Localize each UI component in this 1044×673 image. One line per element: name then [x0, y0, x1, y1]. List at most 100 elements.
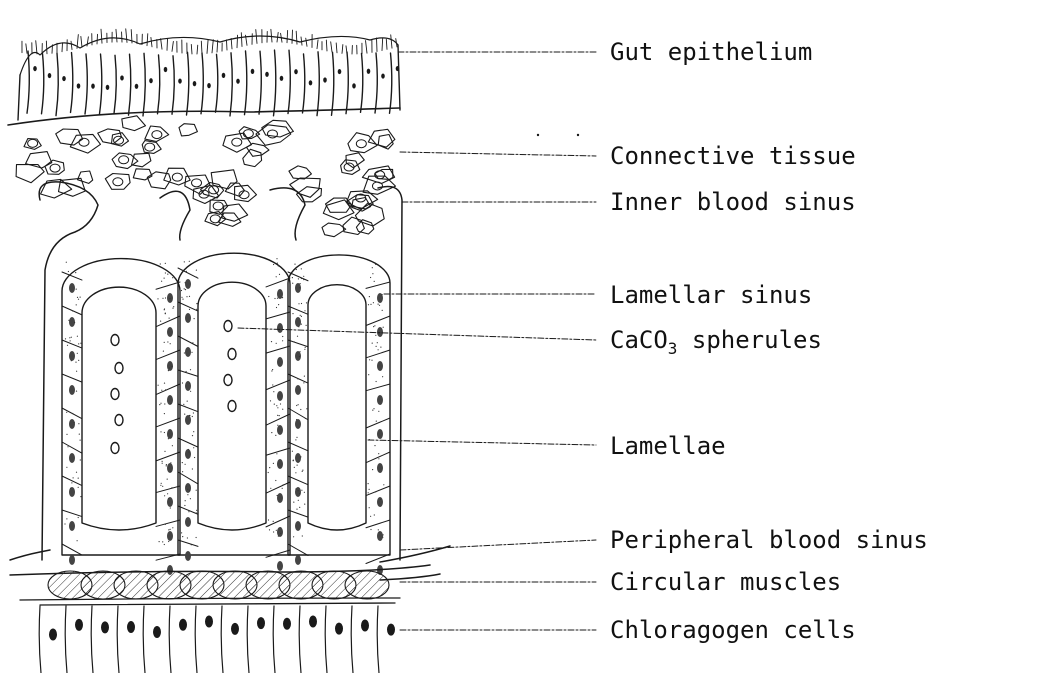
- lamella-outer: [62, 259, 180, 555]
- lamella-cell-nucleus: [277, 527, 283, 537]
- lamella-cell-nucleus: [185, 347, 191, 357]
- lamella-cell-nucleus: [377, 429, 383, 439]
- lamella-cell-nucleus: [69, 351, 75, 361]
- caco3-spherule: [224, 375, 232, 386]
- epithelium-nucleus: [149, 78, 153, 83]
- epithelium-nucleus: [106, 85, 110, 90]
- lamella-cell-nucleus: [167, 429, 173, 439]
- label-connective-tissue: Connective tissue: [610, 142, 856, 170]
- label-caco3-spherules: CaCO3 spherules: [610, 326, 822, 354]
- lamella-cell-nucleus: [295, 385, 301, 395]
- lamella-outer: [178, 253, 290, 555]
- lamellar-sinus-lumen: [308, 285, 366, 530]
- lamella-cell-nucleus: [185, 313, 191, 323]
- circular-muscles-layer: [20, 571, 400, 600]
- connective-cell-nucleus: [356, 140, 366, 148]
- connective-cell-nucleus: [267, 130, 277, 138]
- epithelium-nucleus: [323, 77, 327, 82]
- lamella-cell-nucleus: [295, 351, 301, 361]
- gut-epithelium-layer: [8, 29, 400, 125]
- leader-lamellae: [368, 440, 596, 445]
- epithelium-nucleus: [309, 80, 313, 85]
- lamella-cell-nucleus: [185, 449, 191, 459]
- lamella-cell-nucleus: [377, 361, 383, 371]
- lamellar-sinus-lumen: [198, 282, 266, 530]
- lamellae-group: [62, 253, 390, 575]
- label-gut-epithelium: Gut epithelium: [610, 38, 812, 66]
- label-chloragogen-cells: Chloragogen cells: [610, 616, 856, 644]
- lamella-cell-nucleus: [377, 531, 383, 541]
- connective-cell-nucleus: [210, 215, 220, 223]
- lamella-cell-nucleus: [69, 385, 75, 395]
- chloragogen-nucleus: [231, 623, 239, 635]
- lamella-cell-nucleus: [69, 453, 75, 463]
- epithelium-nucleus: [178, 78, 182, 83]
- lamella-cell-nucleus: [185, 517, 191, 527]
- lamella-cell-nucleus: [167, 463, 173, 473]
- epithelium-nucleus: [294, 69, 298, 74]
- lamella-cell-nucleus: [277, 323, 283, 333]
- lamella-cell-nucleus: [185, 483, 191, 493]
- epithelium-nucleus: [193, 81, 197, 86]
- lamella-cell-nucleus: [167, 293, 173, 303]
- label-caco3-suffix: spherules: [677, 326, 822, 354]
- lamella-cell-nucleus: [277, 561, 283, 571]
- epithelium-nucleus: [77, 83, 81, 88]
- lamella-cell-nucleus: [295, 317, 301, 327]
- lamella-cell-nucleus: [69, 521, 75, 531]
- chloragogen-nucleus: [127, 621, 135, 633]
- label-lamellae: Lamellae: [610, 432, 726, 460]
- inner-blood-sinus-shapes: [39, 182, 402, 560]
- connective-cell-nucleus: [172, 173, 182, 181]
- chloragogen-cell-layer: [39, 603, 395, 673]
- muscle-fiber: [345, 571, 389, 599]
- leader-caco3-spherules: [238, 328, 596, 340]
- epithelium-nucleus: [352, 83, 356, 88]
- connective-cell-nucleus: [213, 202, 223, 210]
- stray-dot: [577, 134, 579, 136]
- lamellar-sinus-lumen: [82, 287, 156, 530]
- caco3-spherule: [224, 321, 232, 332]
- connective-cell-nucleus: [192, 179, 202, 187]
- lamella-cell-nucleus: [167, 327, 173, 337]
- epithelium-nucleus: [236, 79, 240, 84]
- lamella-cell-nucleus: [377, 463, 383, 473]
- label-caco3-prefix: CaCO: [610, 326, 668, 354]
- lamella-cell-nucleus: [295, 453, 301, 463]
- lamella-cell-nucleus: [377, 497, 383, 507]
- lamella-outer: [288, 255, 390, 555]
- epithelium-nucleus: [164, 67, 168, 72]
- connective-cell-nucleus: [209, 186, 219, 194]
- caco3-spherule: [115, 415, 123, 426]
- chloragogen-nucleus: [75, 619, 83, 631]
- lamella-cell-nucleus: [167, 497, 173, 507]
- epithelium-nucleus: [91, 84, 95, 89]
- lamella-cell-nucleus: [277, 493, 283, 503]
- lamella-cell-nucleus: [377, 327, 383, 337]
- epithelium-nucleus: [381, 73, 385, 78]
- lamella-cell-nucleus: [69, 419, 75, 429]
- chloragogen-nucleus: [309, 615, 317, 627]
- connective-cell-nucleus: [113, 178, 123, 186]
- connective-cell-nucleus: [79, 138, 89, 146]
- lamella-cell-nucleus: [69, 283, 75, 293]
- lamella-cell-nucleus: [295, 521, 301, 531]
- epithelium-nucleus: [135, 84, 139, 89]
- label-peripheral-blood-sinus: Peripheral blood sinus: [610, 526, 928, 554]
- connective-tissue-layer: [16, 116, 395, 237]
- lamella-cell-nucleus: [277, 391, 283, 401]
- epithelium-nucleus: [280, 76, 284, 81]
- epithelium-nucleus: [338, 69, 342, 74]
- epithelium-nucleus: [48, 73, 52, 78]
- connective-cell-nucleus: [145, 143, 155, 151]
- chloragogen-nucleus: [205, 616, 213, 628]
- caco3-spherule: [228, 401, 236, 412]
- chloragogen-nucleus: [361, 620, 369, 632]
- lamella-cell-nucleus: [277, 459, 283, 469]
- lamella-cell-nucleus: [167, 361, 173, 371]
- lamella-cell-nucleus: [69, 317, 75, 327]
- epithelium-nucleus: [33, 66, 37, 71]
- epithelium-nucleus: [207, 83, 211, 88]
